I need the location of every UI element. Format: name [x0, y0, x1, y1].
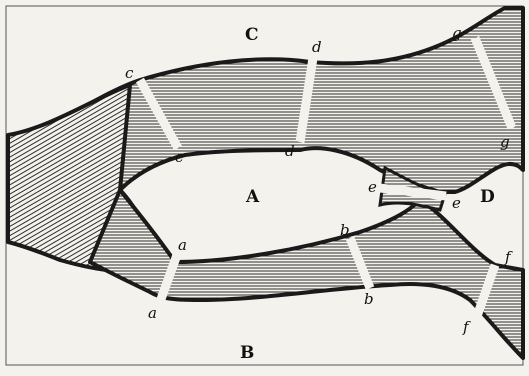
bridge-c-label-bottom: c	[175, 148, 184, 166]
bridge-b-label-bottom: b	[364, 290, 374, 308]
bridge-c-label-top: c	[125, 64, 134, 82]
bridge-a-label-bottom: a	[148, 304, 157, 322]
bridge-f-label-bottom: f	[462, 318, 471, 336]
region-a-label: A	[245, 187, 260, 207]
region-d-label: D	[480, 187, 495, 207]
bridge-g-label-bottom: g	[500, 133, 510, 151]
river	[8, 8, 523, 358]
bridge-d-label-bottom: d	[285, 142, 295, 160]
bridge-g-label-top: g	[452, 24, 462, 42]
bridge-b-label-top: b	[340, 221, 350, 239]
bridge-d-label-top: d	[312, 38, 322, 56]
region-c-label: C	[245, 25, 259, 45]
bridge-f-label-top: f	[504, 248, 513, 266]
bridge-e-label-right: e	[452, 194, 461, 212]
bridge-e-label-left: e	[368, 178, 377, 196]
region-b-label: B	[240, 343, 254, 363]
bridge-a-label-top: a	[178, 236, 187, 254]
river-lower-arm	[90, 190, 523, 358]
